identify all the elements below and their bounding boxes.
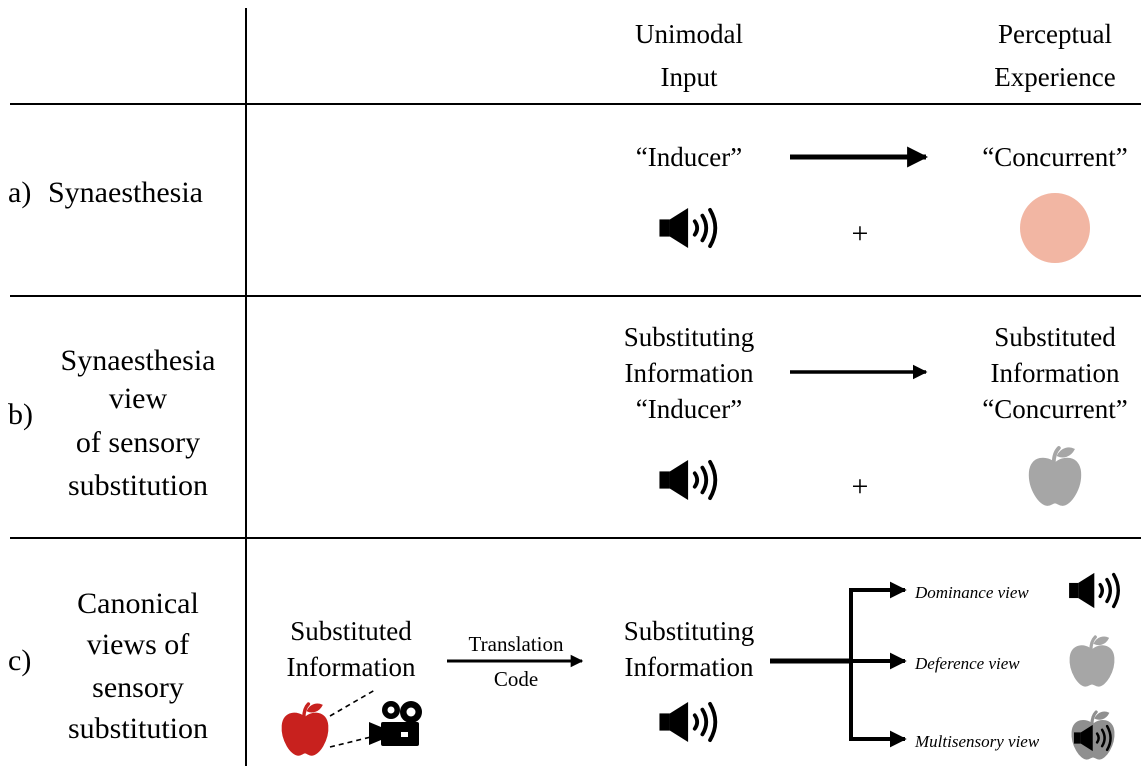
apple-speaker-combined-icon bbox=[1070, 710, 1116, 761]
svg-text:Experience: Experience bbox=[994, 62, 1115, 92]
red-apple-icon bbox=[280, 702, 330, 757]
svg-text:of sensory: of sensory bbox=[76, 426, 200, 459]
row-letter: b) bbox=[8, 398, 33, 431]
svg-text:views of: views of bbox=[87, 628, 189, 661]
speaker-icon bbox=[659, 207, 718, 249]
concurrent-label: “Concurrent” bbox=[982, 142, 1127, 172]
inducer-label: “Inducer” bbox=[636, 142, 742, 172]
concurrent-color-circle-icon bbox=[1020, 193, 1090, 263]
svg-text:Perceptual: Perceptual bbox=[998, 19, 1112, 49]
multisensory-view-label: Multisensory view bbox=[914, 732, 1040, 751]
gray-apple-icon bbox=[1068, 635, 1116, 688]
svg-text:Canonical: Canonical bbox=[77, 587, 199, 620]
gray-apple-icon bbox=[1029, 448, 1080, 505]
svg-text:“Inducer”: “Inducer” bbox=[636, 394, 742, 424]
svg-text:Synaesthesia: Synaesthesia bbox=[61, 344, 216, 377]
svg-text:Substituting: Substituting bbox=[624, 616, 755, 646]
svg-text:Substituted: Substituted bbox=[994, 322, 1116, 352]
svg-text:Substituting: Substituting bbox=[624, 322, 755, 352]
svg-text:Input: Input bbox=[661, 62, 718, 92]
deference-view-label: Deference view bbox=[914, 654, 1020, 673]
row-letter: c) bbox=[8, 644, 31, 677]
plus-sign: + bbox=[852, 470, 869, 503]
speaker-icon bbox=[659, 459, 718, 501]
view-line-bottom bbox=[329, 735, 376, 748]
row-c-canonical-views: c) Canonical views of sensory substituti… bbox=[8, 572, 1120, 761]
svg-text:substitution: substitution bbox=[68, 469, 208, 502]
view-line-top bbox=[329, 689, 376, 717]
speaker-icon bbox=[1069, 572, 1120, 609]
svg-text:Substituted: Substituted bbox=[290, 616, 412, 646]
column-header-unimodal-input: Unimodal Input bbox=[635, 19, 743, 92]
svg-text:Information: Information bbox=[625, 358, 754, 388]
svg-text:Unimodal: Unimodal bbox=[635, 19, 743, 49]
svg-text:view: view bbox=[109, 382, 168, 415]
speaker-icon bbox=[659, 701, 718, 743]
svg-text:sensory: sensory bbox=[92, 671, 184, 704]
plus-sign: + bbox=[852, 217, 869, 250]
row-letter: a) bbox=[8, 176, 31, 209]
row-label: Synaesthesia bbox=[48, 176, 203, 209]
svg-text:Information: Information bbox=[287, 652, 416, 682]
row-a-synaesthesia: a) Synaesthesia “Inducer” “Concurrent” + bbox=[8, 142, 1128, 263]
svg-text:Information: Information bbox=[991, 358, 1120, 388]
svg-text:substitution: substitution bbox=[68, 712, 208, 745]
svg-text:Information: Information bbox=[625, 652, 754, 682]
video-camera-icon bbox=[369, 701, 422, 746]
svg-text:Translation: Translation bbox=[469, 632, 564, 656]
svg-text:“Concurrent”: “Concurrent” bbox=[982, 394, 1127, 424]
column-header-perceptual-experience: Perceptual Experience bbox=[994, 19, 1115, 92]
row-b-synaesthesia-view: b) Synaesthesia view of sensory substitu… bbox=[8, 322, 1128, 505]
svg-text:Code: Code bbox=[494, 667, 538, 691]
dominance-view-label: Dominance view bbox=[914, 583, 1029, 602]
view-branches bbox=[770, 581, 907, 748]
